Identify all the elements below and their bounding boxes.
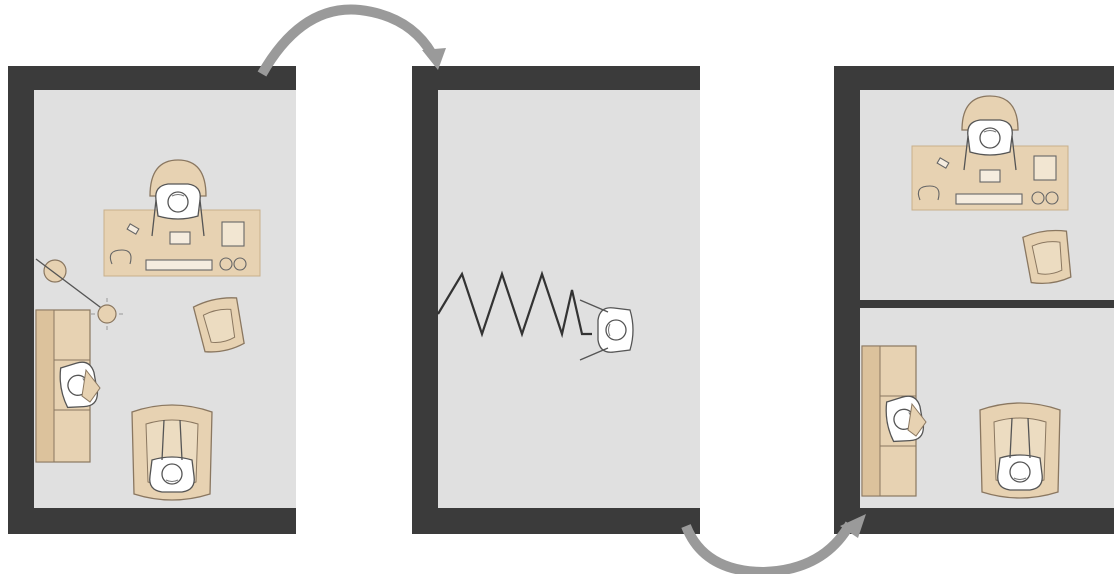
armchair-2 [1022,228,1073,286]
curved-arrow-icon [262,10,446,74]
room-before-panel [8,66,296,534]
room-after-panel [834,66,1114,534]
room-empty-panel [412,66,700,534]
